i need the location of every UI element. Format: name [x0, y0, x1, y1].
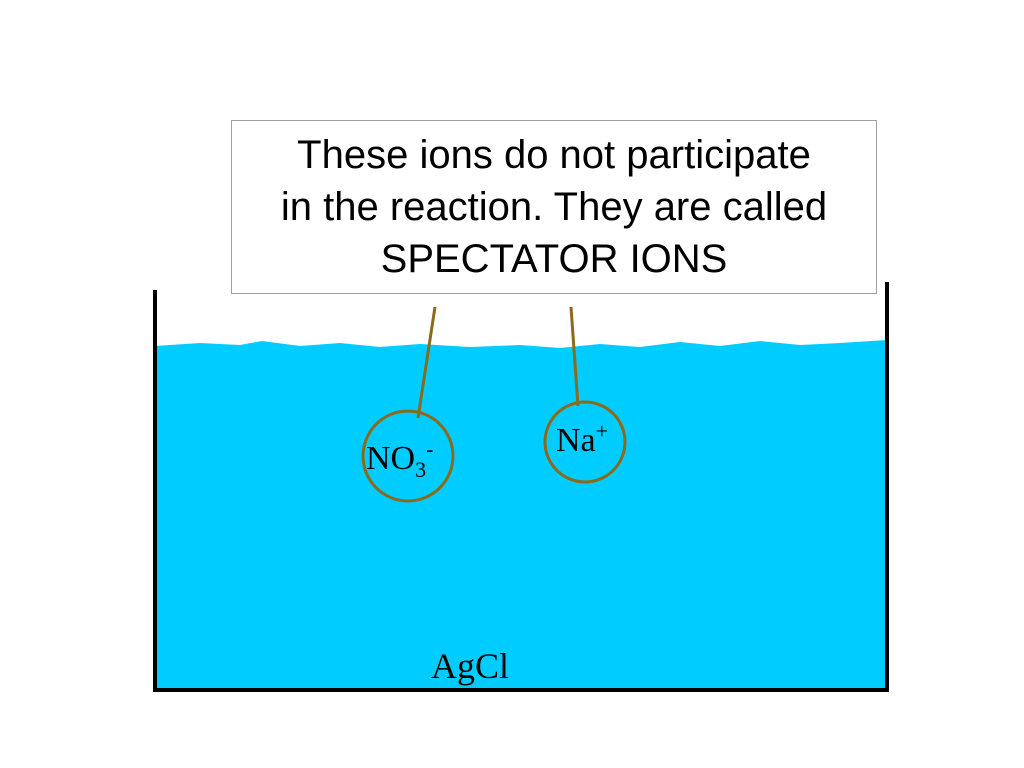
water: [155, 340, 887, 690]
nitrate-ion-circle: [361, 409, 455, 503]
spectator-ions-callout: These ions do not participate in the rea…: [231, 120, 877, 294]
nitrate-charge: -: [426, 436, 434, 462]
precipitate-label: AgCl: [431, 646, 510, 686]
nitrate-base: NO: [366, 440, 416, 477]
sodium-ion-label: Na+: [556, 420, 608, 459]
leader-line-nitrate: [416, 306, 437, 419]
callout-line-1: These ions do not participate: [297, 133, 811, 177]
callout-line-2: in the reaction. They are called: [280, 185, 828, 229]
beaker: [153, 282, 889, 692]
callout-line-3: SPECTATOR IONS: [380, 237, 728, 281]
sodium-ion-circle: [543, 400, 627, 484]
nitrate-subscript: 3: [415, 456, 427, 482]
leader-line-sodium: [569, 306, 580, 407]
sodium-base: Na: [556, 422, 596, 459]
nitrate-ion-label: NO3-: [366, 438, 433, 480]
sodium-charge: +: [595, 418, 609, 444]
